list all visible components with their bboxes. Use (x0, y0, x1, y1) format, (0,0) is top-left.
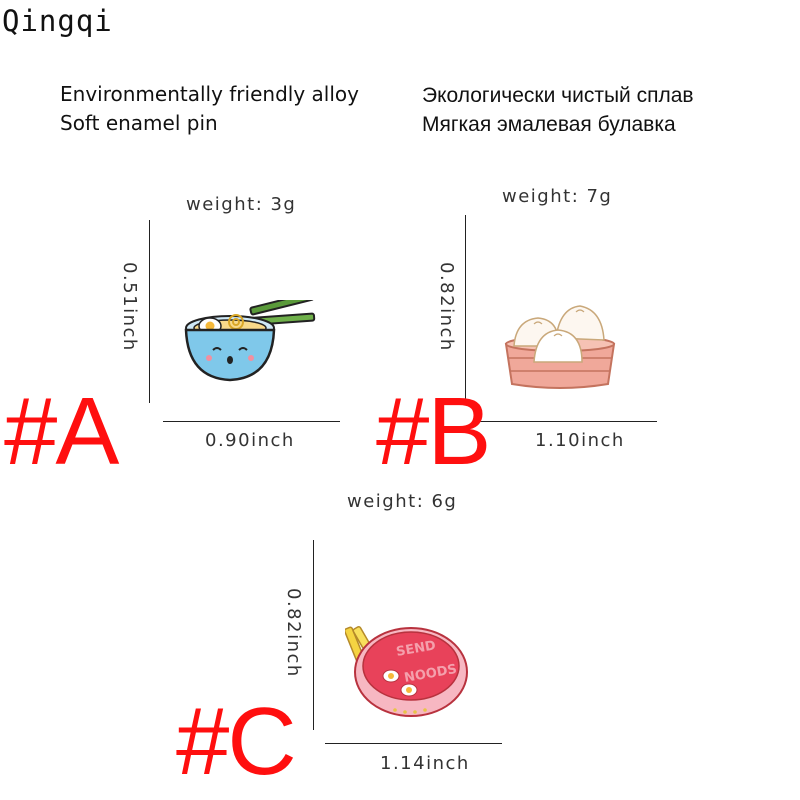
headline-ru-type: Мягкая эмалевая булавка (422, 113, 676, 136)
product-c-height: 0.82inch (283, 588, 304, 678)
headline-ru-material: Экологически чистый сплав (422, 84, 694, 107)
product-b-width: 1.10inch (535, 430, 625, 451)
ramen-bowl-pin-icon (184, 300, 316, 382)
svg-text:SEND: SEND (395, 638, 437, 660)
product-a-weight: weight: 3g (186, 194, 297, 215)
product-b-weight: weight: 7g (502, 186, 613, 207)
product-b-height-line (465, 215, 466, 405)
product-c-width: 1.14inch (380, 753, 470, 774)
headline-en-material: Environmentally friendly alloy (60, 82, 359, 106)
product-a-height: 0.51inch (119, 262, 140, 352)
product-a-label: #A (4, 378, 119, 485)
product-a-width-line (163, 421, 340, 422)
product-c-label: #C (176, 688, 297, 795)
headline-en-type: Soft enamel pin (60, 111, 218, 135)
product-c-weight: weight: 6g (347, 491, 458, 512)
product-c-height-line (313, 540, 314, 730)
product-c-width-line (325, 743, 502, 744)
send-noods-bowl-pin-icon: SEND NOODS (345, 626, 468, 717)
product-a-height-line (149, 220, 150, 403)
product-b-height: 0.82inch (436, 262, 457, 352)
product-b-label: #B (376, 378, 491, 485)
steamed-buns-basket-pin-icon (504, 305, 616, 389)
brand-name: Qingqi (2, 4, 113, 38)
product-b-width-line (475, 421, 657, 422)
product-a-width: 0.90inch (205, 430, 295, 451)
